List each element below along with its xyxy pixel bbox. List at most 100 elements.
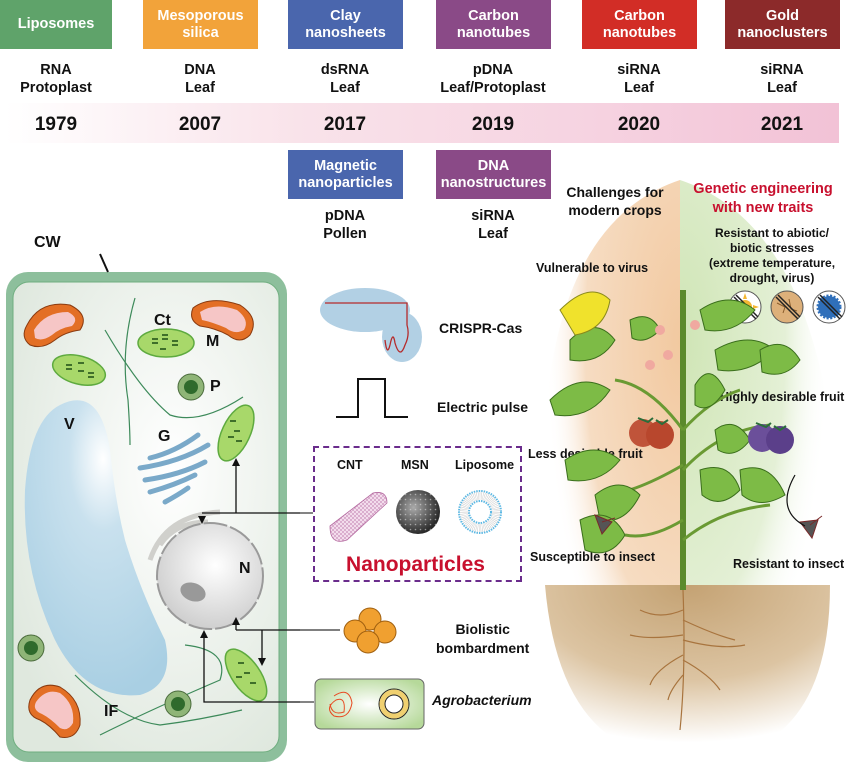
resistant-stress-line: Resistant to abiotic/ — [714, 226, 830, 240]
filament — [74, 674, 243, 726]
leaf — [564, 449, 621, 482]
target-tissue: Leaf — [624, 80, 654, 96]
connector-lines — [300, 512, 340, 703]
repel-arrow — [786, 474, 806, 527]
nanomaterial-name: Magnetic — [314, 157, 377, 174]
msn-label: MSN — [401, 458, 429, 472]
crispr-cas-label: CRISPR-Cas — [439, 320, 523, 336]
cargo-type: pDNA — [472, 62, 514, 78]
virus-icon — [812, 290, 846, 324]
nanomaterial-name: DNA — [477, 157, 510, 174]
cargo-type: pDNA — [324, 208, 366, 224]
filament — [104, 329, 244, 419]
target-tissue: Leaf — [478, 226, 508, 242]
nanomaterial-box: Liposomes — [0, 0, 112, 49]
peroxisome-label: P — [210, 378, 221, 395]
cargo-type: siRNA — [617, 62, 661, 78]
timeline-band — [5, 103, 839, 143]
cargo-type: RNA — [40, 62, 72, 78]
nucleolus — [180, 582, 206, 602]
challenges-title: Challenges for modern crops — [556, 183, 674, 219]
golgi-apparatus — [137, 432, 211, 505]
peroxisome — [164, 690, 192, 718]
nanomaterial-name: Gold — [765, 7, 800, 24]
nanomaterial-name: Carbon — [614, 7, 665, 24]
nanomaterial-name: nanoclusters — [737, 24, 828, 41]
moth-icon — [594, 514, 616, 535]
nanomaterial-name: nanotubes — [456, 24, 531, 41]
nanoparticles-box — [313, 446, 522, 582]
leaf — [549, 381, 611, 417]
cell-wall-pointer — [99, 253, 109, 273]
timeline-year: 2020 — [617, 114, 661, 135]
timeline-year: 2019 — [471, 114, 515, 135]
tomato-plant — [549, 290, 823, 731]
biolistic-particles-icon — [343, 607, 397, 654]
cargo-type: siRNA — [760, 62, 804, 78]
cargo-target: dsRNA Leaf — [275, 61, 415, 97]
engineering-title-line: Genetic engineering — [693, 181, 833, 197]
mitochondrion — [23, 303, 84, 348]
vacuole — [24, 400, 168, 696]
target-tissue: Leaf — [330, 80, 360, 96]
cargo-target: siRNA Leaf — [423, 207, 563, 243]
electric-pulse-label: Electric pulse — [437, 399, 529, 415]
chloroplast — [224, 648, 268, 702]
mitochondrion-label: M — [206, 333, 220, 350]
leaf — [699, 299, 756, 332]
resistant-insect-label: Resistant to insect — [733, 557, 845, 571]
purple-tomato — [748, 422, 794, 454]
target-tissue: Leaf/Protoplast — [440, 80, 546, 96]
filament — [124, 297, 136, 446]
peroxisome — [17, 634, 45, 662]
nanomaterial-name: Carbon — [468, 7, 519, 24]
cell-wall-label: CW — [34, 234, 61, 251]
peroxisome — [177, 373, 205, 401]
agrobacterium-label: Agrobacterium — [432, 692, 532, 708]
leaf — [739, 467, 786, 503]
electric-pulse-icon — [336, 378, 408, 418]
target-tissue: Protoplast — [20, 80, 92, 96]
cargo-type: siRNA — [471, 208, 515, 224]
nanomaterial-name: Liposomes — [17, 16, 95, 32]
mitochondrion — [28, 684, 81, 738]
cargo-type: dsRNA — [320, 62, 370, 78]
resistant-stress-line: (extreme temperature, — [708, 256, 836, 270]
target-tissue: Leaf — [185, 80, 215, 96]
nanomaterial-name: nanostructures — [440, 174, 547, 191]
msn-icon — [396, 490, 440, 534]
resistant-stress-line: biotic stresses — [729, 241, 815, 255]
biolistic-label-line: bombardment — [436, 640, 530, 656]
agrobacterium-icon — [314, 678, 425, 730]
cargo-target: pDNA Pollen — [275, 207, 415, 243]
golgi-label: G — [158, 428, 171, 445]
moth-icon — [799, 515, 823, 540]
intermediate-filament-label: IF — [104, 703, 119, 720]
timeline-year: 2017 — [323, 114, 367, 135]
leaf — [759, 343, 801, 375]
timeline-year: 2021 — [760, 114, 804, 135]
biolistic-label: Biolistic bombardment — [436, 620, 529, 658]
resistant-stress-text: Resistant to abiotic/ biotic stresses (e… — [697, 226, 847, 286]
cargo-type: DNA — [184, 62, 216, 78]
challenges-title-line: modern crops — [568, 202, 662, 218]
target-tissue: Pollen — [323, 226, 367, 242]
nanomaterial-name: Mesoporous — [157, 7, 244, 24]
engineering-title: Genetic engineering with new traits — [683, 180, 843, 218]
nanomaterial-name: nanotubes — [602, 24, 677, 41]
cargo-target: siRNA Leaf — [569, 61, 709, 97]
vulnerable-virus-label: Vulnerable to virus — [536, 261, 649, 275]
challenges-title-line: Challenges for — [566, 184, 664, 200]
nanomaterial-name: nanosheets — [305, 24, 386, 41]
timeline-year: 2007 — [178, 114, 222, 135]
chloroplast-label: Ct — [154, 312, 171, 329]
nucleus-label: N — [239, 560, 251, 577]
nanomaterial-name: nanoparticles — [298, 174, 393, 191]
cargo-target: RNA Protoplast — [0, 61, 126, 97]
timeline-year: 1979 — [34, 114, 78, 135]
